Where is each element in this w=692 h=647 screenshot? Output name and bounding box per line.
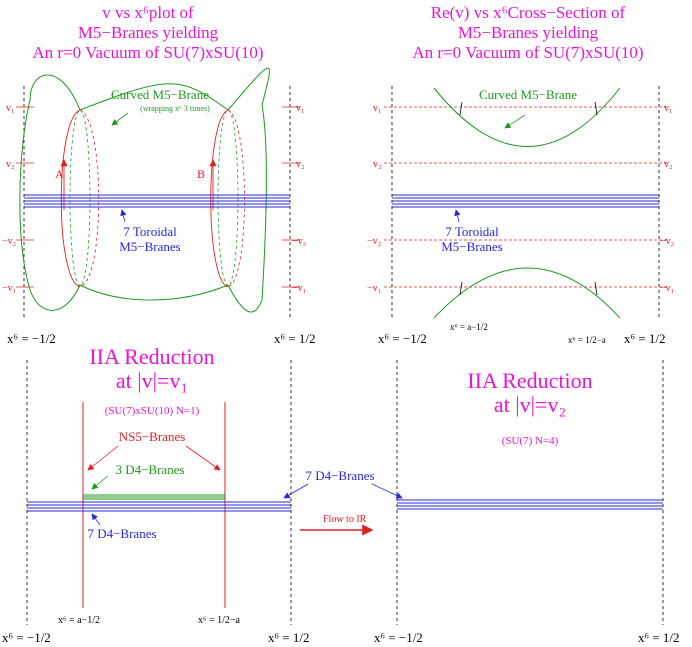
tl-curved-label: Curved M5−Brane: [111, 87, 209, 102]
tr-curved-label: Curved M5−Brane: [479, 87, 577, 102]
bl-d4-blue-branes: [27, 501, 291, 512]
tl-tick-mv1-left: −v₁: [2, 283, 16, 294]
panel-bottom-left: IIA Reduction at |v|=v₁ (SU(7)xSU(10) N=…: [2, 344, 309, 645]
middle-annotations: 7 D4−Branes Flow to IR: [283, 468, 403, 536]
tr-v-levels: [384, 106, 668, 288]
tl-tick-v2-right: v₂: [296, 159, 305, 170]
tl-cycle-a-front: [60, 109, 81, 288]
br-group-label: (SU(7) N=4): [502, 435, 559, 447]
tl-tick-v1-left: v₁: [6, 103, 15, 114]
tl-x-left: x⁶ = −1/2: [7, 331, 56, 346]
bl-x-a1: x⁶ = a−1/2: [58, 615, 100, 626]
tr-x-left: x⁶ = −1/2: [378, 331, 427, 346]
tl-tick-v1-right: v₁: [296, 103, 305, 114]
tl-title-line-1: v vs x⁶plot of: [102, 3, 194, 22]
bl-title-line-2: at |v|=v₁: [116, 368, 188, 393]
bl-title-line-1: IIA Reduction: [89, 344, 214, 369]
mid-d4-arrow-left: [283, 483, 309, 499]
tr-x-a1: x⁶ = a−1/2: [450, 322, 488, 332]
tr-curved-arrow: [504, 114, 526, 129]
tl-curved-m5-brane: [19, 67, 270, 313]
br-d4-branes: [397, 499, 663, 510]
tl-label-a: A: [55, 167, 64, 181]
tl-toroidal-label-2: M5−Branes: [119, 239, 181, 254]
tl-toroidal-arrow: [120, 209, 127, 223]
tl-toroidal-branes: [24, 194, 290, 208]
tr-tick-mv1-right: −v₁: [660, 283, 674, 294]
bl-ns5-arrow-right: [185, 445, 221, 471]
tl-x-right: x⁶ = 1/2: [274, 331, 315, 346]
bl-ns5-arrow-left: [87, 445, 119, 471]
bl-x-left: x⁶ = −1/2: [2, 630, 51, 645]
panel-top-right: Re(v) vs x⁶Cross−Section of M5−Branes yi…: [367, 3, 674, 346]
tl-toroidal-label-1: 7 Toroidal: [123, 224, 177, 239]
tl-label-b: B: [197, 167, 205, 181]
bl-d4-green-branes: [83, 494, 225, 500]
tr-toroidal-label-1: 7 Toroidal: [445, 224, 499, 239]
mid-flow-label: Flow to IR: [323, 514, 367, 525]
tr-tick-mv1-left: −v₁: [367, 283, 381, 294]
tr-tick-mv2-left: −v₂: [367, 236, 381, 247]
tl-cycle-b-back: [227, 109, 245, 288]
tr-tick-v2-right: v₂: [664, 159, 673, 170]
tl-curved-arrow: [111, 112, 129, 126]
tr-title-line-2: M5−Branes yielding: [458, 23, 599, 42]
bl-d4-green-arrow: [91, 475, 109, 490]
tl-title-line-3: An r=0 Vacuum of SU(7)xSU(10): [32, 43, 263, 62]
bl-d4-blue-label: 7 D4−Branes: [87, 526, 156, 541]
tl-tick-mv1-right: −v₁: [292, 283, 306, 294]
mid-d4-label: 7 D4−Branes: [305, 468, 374, 483]
tr-toroidal-arrow: [454, 209, 461, 223]
bl-d4-blue-arrow: [91, 513, 101, 526]
tr-tick-v1-right: v₁: [664, 103, 673, 114]
tr-lower-arc: [433, 267, 621, 319]
panel-top-left: v vs x⁶plot of M5−Branes yielding An r=0…: [2, 3, 315, 346]
br-x-right: x⁶ = 1/2: [638, 630, 679, 645]
tr-tick-v1-left: v₁: [373, 103, 382, 114]
tl-title-line-2: M5−Branes yielding: [78, 23, 219, 42]
bl-x-a2: x⁶ = 1/2−a: [198, 615, 241, 626]
bl-d4-green-label: 3 D4−Branes: [115, 462, 184, 477]
bl-x-right: x⁶ = 1/2: [268, 630, 309, 645]
tl-wrapping-note: (wrapping x⁶ 3 times): [140, 104, 210, 113]
tr-tick-v2-left: v₂: [373, 159, 382, 170]
tl-v-ticks: [16, 106, 300, 288]
bl-group-label: (SU(7)xSU(10) N=1): [105, 405, 200, 417]
tr-toroidal-branes: [392, 194, 659, 208]
tl-tick-mv2-right: −v₂: [292, 236, 306, 247]
tr-tick-mv2-right: −v₂: [660, 236, 674, 247]
panel-bottom-right: IIA Reduction at |v|=v₂ (SU(7) N=4) x⁶ =…: [374, 360, 679, 645]
bl-ns5-label: NS5−Branes: [119, 429, 186, 444]
br-title-line-1: IIA Reduction: [467, 368, 592, 393]
mid-d4-arrow-right: [371, 483, 403, 499]
tr-toroidal-label-2: M5−Branes: [441, 239, 503, 254]
tr-arc-ticks: [459, 101, 598, 296]
tr-title-line-1: Re(v) vs x⁶Cross−Section of: [431, 3, 626, 22]
tl-tick-mv2-left: −v₂: [2, 236, 16, 247]
br-x-left: x⁶ = −1/2: [374, 630, 423, 645]
tl-cycle-a-back: [79, 109, 100, 288]
tr-title-line-3: An r=0 Vacuum of SU(7)xSU(10): [412, 43, 643, 62]
br-title-line-2: at |v|=v₂: [494, 392, 566, 417]
tr-x-right: x⁶ = 1/2: [624, 331, 665, 346]
tr-x-a2: x⁶ = 1/2−a: [568, 335, 606, 345]
tl-tick-v2-left: v₂: [6, 159, 15, 170]
tl-cycle-b-front: [210, 109, 229, 288]
